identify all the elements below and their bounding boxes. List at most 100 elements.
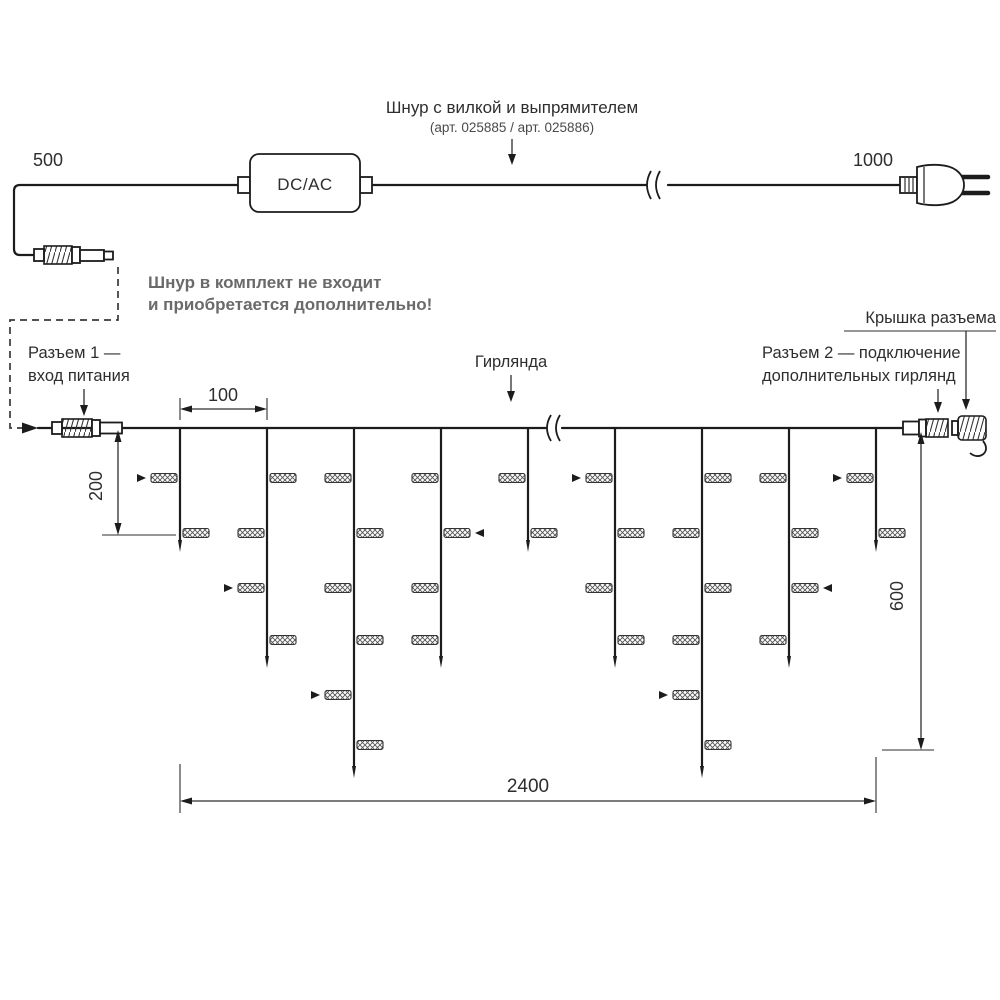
lamp [704,472,732,484]
lamp [617,527,645,539]
lamp [704,582,732,594]
drop-tip [178,540,182,552]
dim-arrow-head [255,405,267,413]
cord-title-arrow-head [508,154,516,165]
connector2-arrow-head [934,402,942,413]
dim-2400: 2400 [507,776,549,797]
cord-break-mark [646,170,652,200]
lamp [759,634,787,646]
lamp [791,582,819,594]
cap-label: Крышка разъема [865,309,996,327]
dim-200: 200 [86,471,106,501]
drop-tip [787,656,791,668]
lamp [356,527,384,539]
connector-nut [918,418,927,438]
cap-flange [951,420,959,436]
adapter-body [249,153,361,213]
drop-tip [526,540,530,552]
adapter-left-nub [237,176,251,194]
lamp [356,634,384,646]
note-line2: и приобретается дополнительно! [148,295,432,314]
dim-arrow-head [180,405,192,413]
lamp [269,472,297,484]
cord-break-mark [655,170,661,200]
lamp [324,472,352,484]
connector1-arrow-head [80,405,88,416]
connector-body [79,249,105,262]
note-line1: Шнур в комплект не входит [148,273,381,292]
garland-label: Гирлянда [475,353,548,371]
connector-body [99,421,123,435]
lamp [324,582,352,594]
garland-input-connector [51,418,123,438]
connector2-label-line1: Разъем 2 — подключение [762,344,961,362]
connector1-label-line1: Разъем 1 — [28,344,121,362]
lamp [878,527,906,539]
dim-arrow-head [917,738,925,750]
lamp [672,689,700,701]
lamp [324,689,352,701]
lamp [150,472,178,484]
lamp [585,582,613,594]
garland-arrow-head [507,391,515,402]
dim-600: 600 [887,581,907,611]
dim-1000: 1000 [853,150,893,170]
cord-subtitle: (арт. 025885 / арт. 025886) [430,120,594,135]
connector-nut [71,246,81,264]
dimension-total-length: 2400 [179,757,877,813]
drop-tip [613,656,617,668]
plug-body [916,163,965,207]
connector1-label-line2: вход питания [28,367,130,385]
garland-drop [498,426,558,552]
connector-body [902,420,920,436]
lamp [759,472,787,484]
lamp [704,739,732,751]
dim-500: 500 [33,150,63,170]
cord-output-connector [33,245,114,265]
lamp [182,527,210,539]
lamp-direction-arrow [137,474,146,482]
connector-tip [33,248,45,262]
lamp-direction-arrow [224,584,233,592]
cord-title: Шнур с вилкой и выпрямителем [386,98,638,117]
dim-arrow-head [114,430,122,442]
garland-drop [224,426,297,668]
drop-tip [439,656,443,668]
connector-cap [951,415,987,457]
garland-output-connector [902,418,949,438]
garland-drop [311,426,384,778]
lamp [846,472,874,484]
lamp [411,634,439,646]
lamp-direction-arrow [572,474,581,482]
lamp [672,527,700,539]
lamp [356,739,384,751]
garland-break-mark [546,414,552,442]
cap-strap [969,440,987,457]
lamp-direction-arrow [475,529,484,537]
dim-arrow-head [864,797,876,805]
lamp [411,472,439,484]
connector-thread [61,418,93,438]
lamp-direction-arrow [833,474,842,482]
connector-end [103,250,114,261]
connector-thread [925,418,949,438]
dimension-short-drop: 200 [86,430,176,536]
dc-ac-adapter: DC/AC [237,153,373,213]
adapter-right-nub [359,176,373,194]
lamp [498,472,526,484]
garland-start-arrow [22,422,38,434]
connector-nut [91,419,101,437]
cord-to-garland-dashed-path [9,267,119,429]
garland-drop [659,426,732,778]
garland-drop [137,426,210,552]
adapter-label: DC/AC [277,175,332,194]
garland-drop [572,426,645,668]
connector-tip [51,421,63,435]
connector-thread [43,245,73,265]
lamp [672,634,700,646]
lamp [530,527,558,539]
cap-arrow-head [962,399,970,410]
cord-wire-left [12,183,240,257]
power-cord-diagram: Шнур с вилкой и выпрямителем (арт. 02588… [9,98,991,429]
